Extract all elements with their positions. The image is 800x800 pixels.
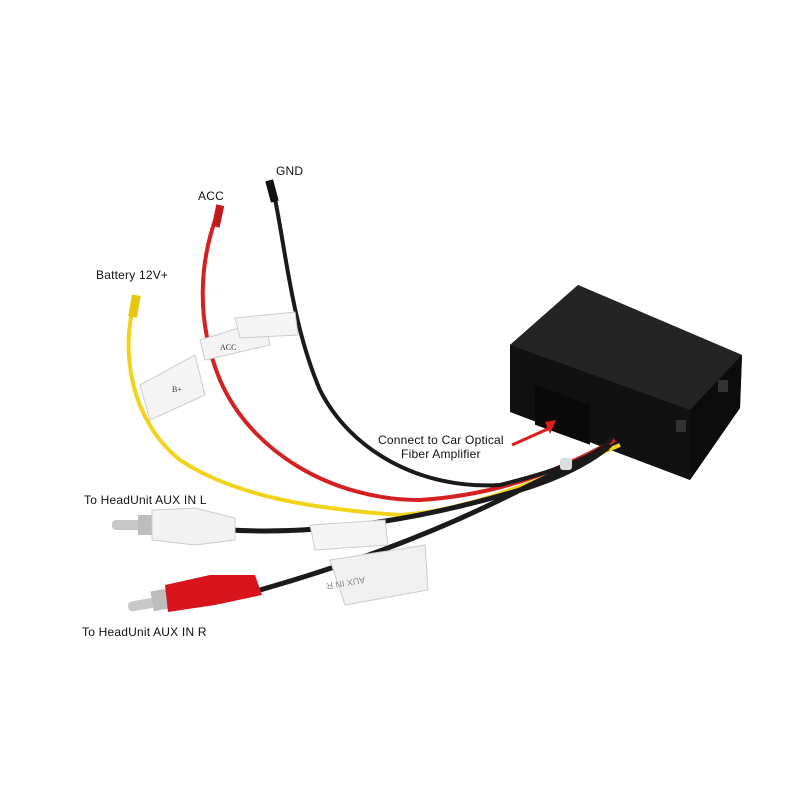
label-aux-l: To HeadUnit AUX IN L: [84, 493, 207, 507]
label-connect-line1: Connect to Car Optical: [378, 433, 504, 447]
arrow-to-connector: [511, 420, 556, 447]
fiber-optic-decoder-box: [510, 285, 742, 480]
svg-text:ACC: ACC: [220, 343, 236, 352]
label-connect-line2: Fiber Amplifier: [401, 447, 481, 461]
wire-tag-battery: B+: [139, 354, 206, 421]
label-aux-r: To HeadUnit AUX IN R: [82, 625, 207, 639]
rca-plug-red: [127, 575, 262, 612]
label-connect-optical: Connect to Car Optical Fiber Amplifier: [378, 433, 504, 461]
rca-plug-white: [112, 507, 236, 546]
label-acc: ACC: [198, 189, 224, 203]
svg-text:B+: B+: [172, 385, 182, 394]
label-gnd: GND: [276, 164, 304, 178]
label-battery: Battery 12V+: [96, 268, 169, 282]
wire-tag-aux: AUX IN R: [309, 519, 429, 606]
